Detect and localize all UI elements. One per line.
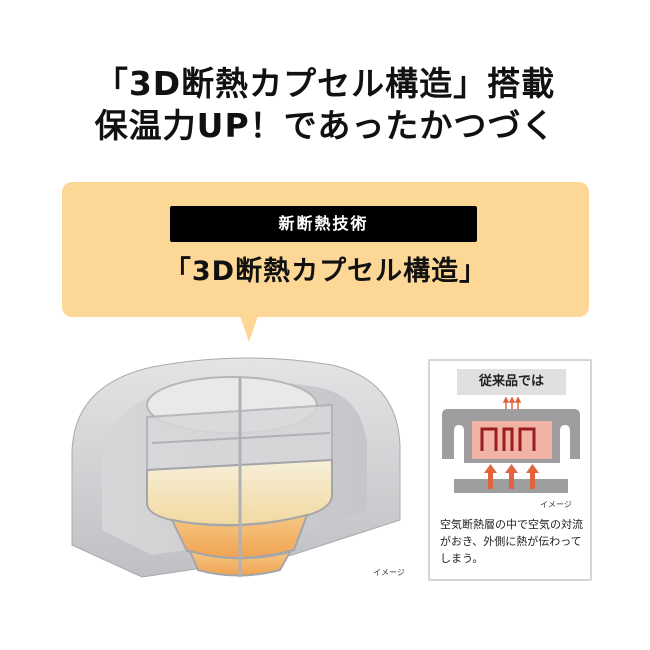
comparison-description: 空気断熱層の中で空気の対流がおき、外側に熱が伝わってしまう。	[440, 518, 583, 565]
headline-line-1: 「3D断熱カプセル構造」搭載	[94, 64, 556, 103]
conventional-comparison-box: 従来品では イメージ 空気断熱層の中で空気の対流がおき、外側に熱が伝わってしまう…	[428, 359, 592, 581]
diagram-note: イメージ	[540, 500, 572, 509]
image-note: イメージ	[373, 568, 405, 577]
headline-line-2-text: 保温力UP！であったかつづく	[94, 106, 556, 145]
headline-line-2: 保温力UP！であったかつづく	[88, 104, 562, 148]
speech-bubble-tail	[240, 316, 258, 342]
new-tech-badge: 新断熱技術	[170, 206, 477, 242]
callout-title: 「3D断熱カプセル構造」	[163, 256, 488, 287]
speech-bubble: 新断熱技術 「3D断熱カプセル構造」	[62, 182, 589, 317]
convection-diagram	[442, 397, 580, 493]
capsule-cutaway-illustration	[71, 357, 401, 578]
comparison-title: 従来品では	[457, 369, 566, 395]
